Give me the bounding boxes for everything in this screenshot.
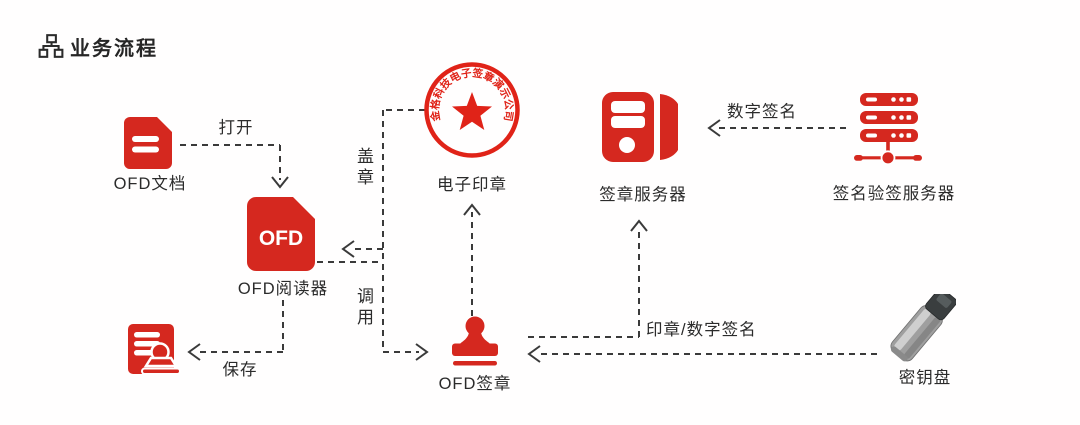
electronic-seal-label: 电子印章 (437, 176, 507, 194)
ofd-reader-icon: OFD (247, 197, 315, 271)
arrowheads (187, 119, 721, 363)
electronic-seal-icon: 金格科技电子签章演示公司 (424, 62, 520, 158)
digital-sign-edge-label: 数字签名 (727, 103, 797, 121)
edge-stamp (317, 109, 425, 353)
verify-server-label: 签名验签服务器 (832, 185, 956, 203)
verify-server-icon (854, 93, 922, 166)
signature-server-label: 签章服务器 (599, 186, 687, 204)
ofd-document-label: OFD文档 (113, 175, 187, 193)
open-edge-label: 打开 (218, 119, 254, 137)
ofd-document-icon (124, 117, 172, 169)
invoke-edge-label: 调用 (354, 287, 373, 329)
signed-document-icon (128, 324, 181, 375)
edge-save (196, 300, 284, 353)
ofd-sign-stamp-icon (452, 316, 498, 366)
ofd-reader-label: OFD阅读器 (237, 280, 329, 298)
key-disk-icon (890, 294, 956, 362)
ofd-reader-icon-text: OFD (259, 227, 303, 250)
flowchart-icon (38, 34, 64, 58)
edge-open (180, 144, 281, 180)
page-title: 业务流程 (70, 38, 158, 60)
key-disk-label: 密钥盘 (898, 369, 952, 387)
edge-sign-to-server (528, 228, 640, 338)
ofd-sign-label: OFD签章 (438, 375, 512, 393)
save-edge-label: 保存 (222, 361, 258, 379)
stamp-edge-label: 盖章 (354, 147, 373, 189)
seal-or-digital-sign-edge-label: 印章/数字签名 (646, 321, 757, 339)
signature-server-icon (602, 92, 678, 162)
